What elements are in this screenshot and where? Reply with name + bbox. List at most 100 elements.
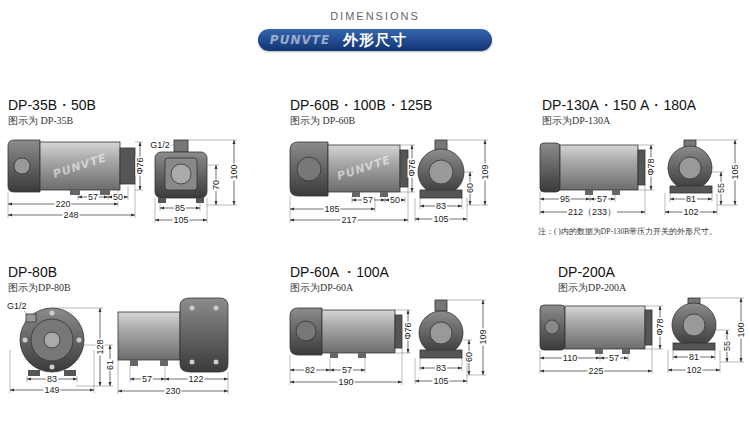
dp60a-side-view-part bbox=[296, 321, 316, 341]
dimension-value: 57 bbox=[141, 375, 153, 384]
dp60b-side-view-part bbox=[352, 192, 360, 197]
dp35b-end-view bbox=[155, 140, 237, 223]
dimension-value: 212（233） bbox=[567, 208, 617, 217]
dp60b-end-view-part bbox=[415, 140, 488, 222]
dp35b-end-view-part bbox=[155, 140, 237, 223]
dp80b-end-view-part bbox=[28, 370, 40, 376]
dimension-value: 100 bbox=[737, 321, 746, 338]
dp80b-side-view-part bbox=[190, 360, 195, 365]
model-name: DP-80B bbox=[8, 265, 57, 279]
dp60b-side-view bbox=[290, 142, 415, 223]
dp35b-end-view-part bbox=[158, 198, 166, 203]
dp200a-end-view bbox=[668, 298, 744, 373]
dp130a-side-view-part bbox=[612, 190, 620, 195]
dimension-value: 185 bbox=[323, 205, 340, 214]
dp60b-side-view-part bbox=[290, 142, 328, 196]
dp60a-end-view-part bbox=[435, 300, 447, 311]
dp60a-side-view bbox=[290, 308, 411, 385]
dimension-value: 109 bbox=[479, 328, 488, 345]
figure-caption: 图示为DP-80B bbox=[8, 283, 71, 293]
dp80b-end-view-part bbox=[44, 332, 60, 348]
dimension-value: 128 bbox=[96, 338, 105, 355]
dp60a-side-view-part bbox=[322, 310, 395, 353]
dp80b-end-view-part bbox=[31, 319, 73, 361]
dp130a-end-view-part bbox=[679, 157, 701, 179]
dp200a-end-view-part bbox=[672, 303, 716, 347]
dp200a-side-view-part bbox=[540, 306, 663, 374]
dp35b-dimensions-part bbox=[8, 142, 143, 218]
dimension-value: 83 bbox=[435, 364, 447, 373]
dp200a-side-view bbox=[540, 305, 663, 374]
dimension-value: 85 bbox=[174, 204, 186, 213]
dp35b-side-view bbox=[8, 140, 135, 195]
dp130a-end-view-part bbox=[665, 140, 738, 215]
dp80b-side-view bbox=[118, 298, 228, 394]
model-name: DP-130A・150 A・180A bbox=[542, 98, 696, 112]
footnote: 注：( )内的数据为DP-130B带压力开关的外形尺寸。 bbox=[538, 228, 717, 236]
dp80b-end-view-part bbox=[10, 308, 113, 393]
dp35b-dimensions bbox=[8, 142, 143, 218]
dimension-value: 217 bbox=[340, 216, 357, 225]
dimension-value: 95 bbox=[559, 195, 571, 204]
dp35b-side-view-part bbox=[8, 140, 40, 192]
dimension-value: 149 bbox=[43, 386, 60, 395]
dp130a-end-view-part bbox=[668, 146, 712, 190]
dp80b-end-view-part bbox=[64, 370, 76, 376]
dp80b-side-view-part bbox=[180, 298, 228, 372]
dimension-value: 105 bbox=[731, 163, 740, 180]
dimension-value: 220 bbox=[54, 200, 71, 209]
dimension-value: G1/2 bbox=[149, 141, 171, 150]
model-name: DP-60A ・100A bbox=[290, 265, 389, 279]
dimension-value: 109 bbox=[481, 163, 490, 180]
dimension-value: 57 bbox=[341, 366, 353, 375]
dimension-value: 83 bbox=[46, 375, 58, 384]
dp60b-side-view-part bbox=[328, 145, 400, 192]
dp130a-side-view-part bbox=[638, 150, 645, 185]
dimension-value: 57 bbox=[362, 196, 374, 205]
dp130a-side-view bbox=[540, 143, 654, 215]
model-name: DP-60B・100B・125B bbox=[290, 98, 432, 112]
dp35b-side-view-part bbox=[14, 158, 30, 174]
dimension-value: Φ76 bbox=[404, 321, 413, 340]
figure-caption: 图示为DP-200A bbox=[558, 283, 626, 293]
dp35b-side-view-part bbox=[120, 148, 135, 184]
dp80b-end-view-part bbox=[50, 311, 55, 316]
dimension-value: 122 bbox=[187, 375, 204, 384]
dimension-value: 105 bbox=[172, 216, 189, 225]
dp130a-end-view-part bbox=[670, 186, 712, 193]
dimension-value: 230 bbox=[164, 387, 181, 396]
dp80b-end-view-part bbox=[77, 338, 82, 343]
banner-title: 外形尺寸 bbox=[343, 31, 407, 50]
dp130a-side-view-part bbox=[585, 190, 593, 195]
dp60a-end-view-part bbox=[415, 300, 486, 384]
section-heading: DIMENSIONS bbox=[330, 11, 420, 22]
dimension-value: 57 bbox=[596, 195, 608, 204]
figure-caption: 图示为DP-60A bbox=[290, 283, 353, 293]
dp80b-side-view-part bbox=[190, 306, 195, 311]
dp35b-end-view-part bbox=[155, 152, 207, 198]
dimension-value: 61 bbox=[106, 359, 115, 371]
model-name: DP-35B・50B bbox=[8, 98, 96, 112]
dp35b-end-view-part bbox=[171, 164, 191, 184]
dp200a-side-view-part bbox=[595, 349, 603, 354]
dp80b-end-view-part bbox=[23, 338, 28, 343]
dimension-value: 105 bbox=[432, 377, 449, 386]
dp200a-side-view-part bbox=[545, 320, 559, 334]
dimension-value: 225 bbox=[587, 367, 604, 376]
dp60b-side-view-part bbox=[380, 192, 388, 197]
dp80b-side-view-part bbox=[160, 360, 168, 366]
dimension-value: 57 bbox=[608, 354, 620, 363]
dimension-value: G1/2 bbox=[6, 302, 28, 311]
dimension-value: 55 bbox=[717, 182, 726, 194]
figure-caption: 图示为DP-130A bbox=[542, 116, 610, 126]
dp80b-side-view-part bbox=[130, 360, 138, 366]
dp60a-side-view-part bbox=[358, 353, 366, 358]
dimension-value: Φ78 bbox=[656, 317, 665, 336]
dp80b-side-view-part bbox=[118, 312, 180, 360]
dp60a-end-view-part bbox=[430, 322, 452, 344]
figure-caption: 图示为 DP-60B bbox=[290, 116, 355, 126]
dp80b-end-view bbox=[10, 308, 113, 393]
dimension-value: Φ76 bbox=[136, 156, 145, 175]
dp60a-side-view-part bbox=[330, 353, 338, 358]
dp35b-end-view-part bbox=[174, 140, 188, 152]
